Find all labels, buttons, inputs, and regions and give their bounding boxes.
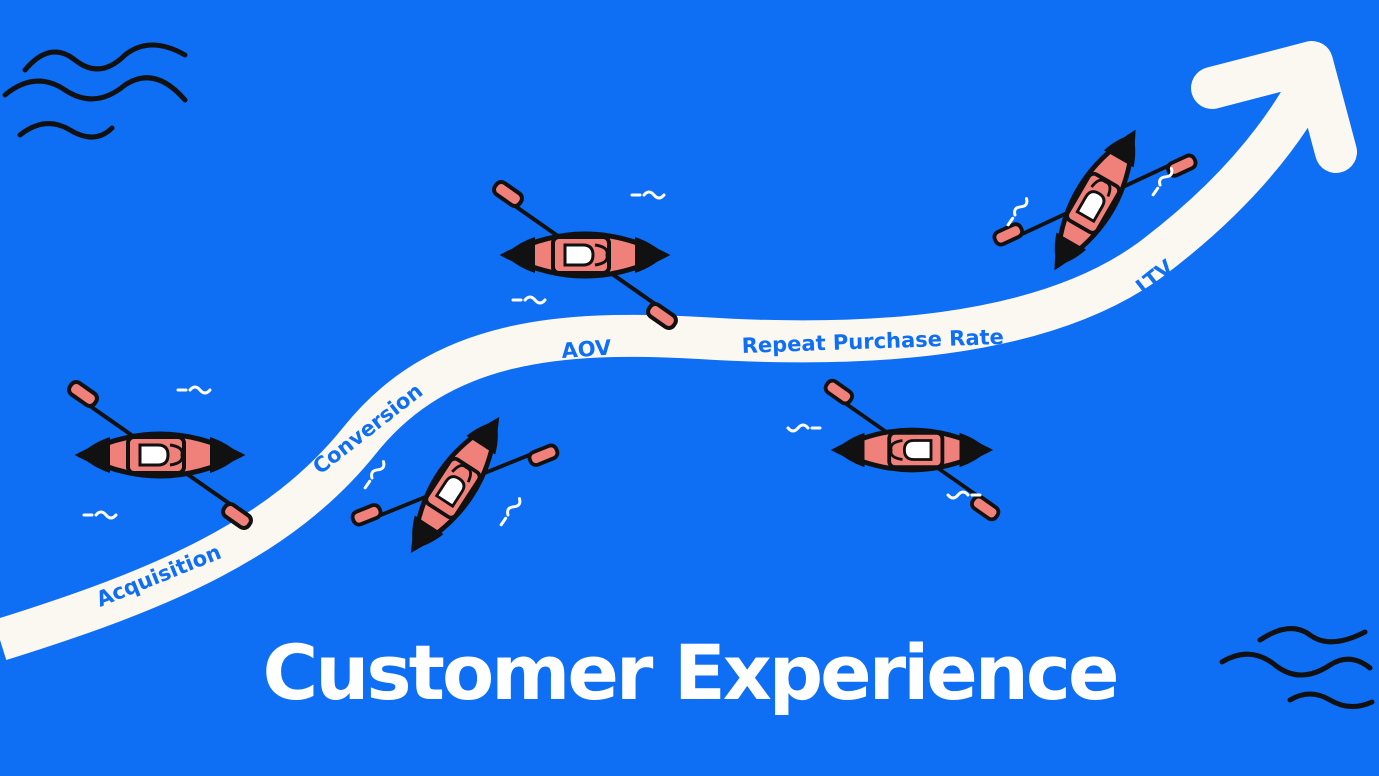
kayak-icon	[823, 378, 1000, 521]
water-ripple-icon	[630, 190, 666, 200]
stage-label-aov: AOV	[561, 336, 613, 363]
water-ripple-icon	[1004, 195, 1031, 229]
water-ripple-icon	[82, 510, 118, 520]
water-ripple-icon	[786, 423, 822, 433]
stage-label-conversion: Conversion	[308, 379, 427, 479]
kayak-icon	[492, 180, 679, 331]
kayak-icon	[67, 380, 254, 531]
trend-arrow-icon	[0, 41, 1357, 661]
water-ripple-icon	[511, 295, 547, 305]
page-title: Customer Experience	[262, 628, 1120, 717]
wave-lines-icon	[2, 42, 188, 140]
water-ripple-icon	[176, 385, 212, 395]
wave-lines-icon	[1219, 626, 1375, 709]
water-ripple-icon	[497, 495, 524, 529]
